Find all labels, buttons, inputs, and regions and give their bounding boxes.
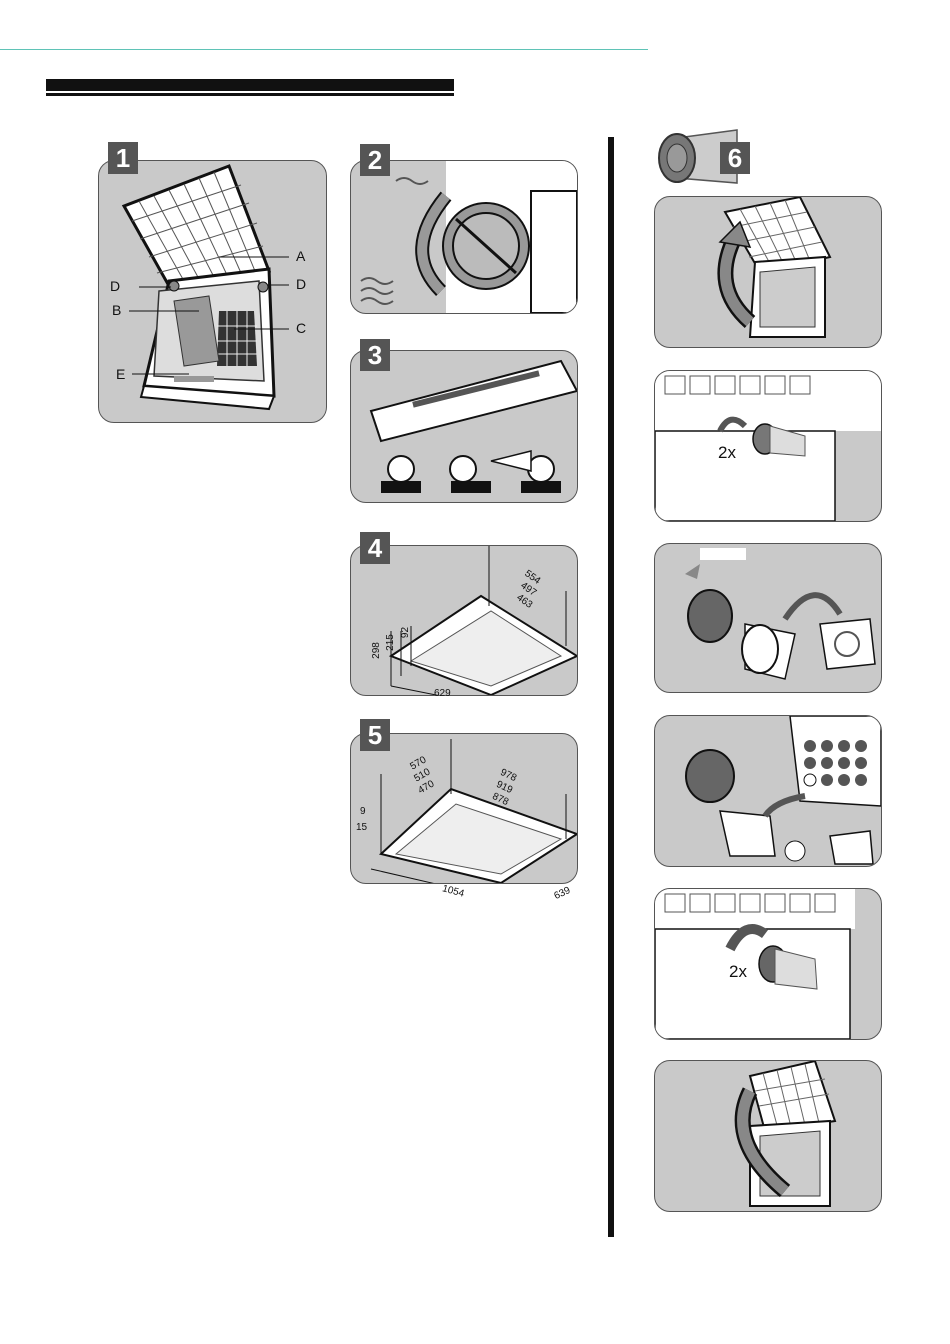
section-title-bar <box>46 79 454 97</box>
step-badge-3: 3 <box>360 339 390 371</box>
dim-215: 215 <box>385 634 396 651</box>
dim-15: 15 <box>356 822 367 833</box>
unscrew-cartridge-illustration <box>655 371 881 521</box>
step-badge-4: 4 <box>360 532 390 564</box>
dim-298: 298 <box>371 642 382 659</box>
repeat-count-2x-b: 2x <box>729 962 747 982</box>
dim-639: 639 <box>552 885 572 902</box>
panel-step-4 <box>350 545 578 696</box>
label-B: B <box>112 302 121 318</box>
panel-step-2 <box>350 160 578 314</box>
filter-unit-illustration <box>99 161 326 422</box>
label-C: C <box>296 320 306 336</box>
panel-6f-close-grille <box>654 1060 882 1212</box>
label-D-left: D <box>110 278 120 294</box>
dim-92: 92 <box>400 627 411 638</box>
open-grille-illustration <box>655 197 881 347</box>
unit-dimensions-small-illustration <box>351 546 577 695</box>
panel-step-3 <box>350 350 578 503</box>
dim-9: 9 <box>360 806 366 817</box>
panel-step-1 <box>98 160 327 423</box>
label-E: E <box>116 366 125 382</box>
label-D-right: D <box>296 276 306 292</box>
step-badge-1: 1 <box>108 142 138 174</box>
blank-label-box <box>700 548 746 560</box>
step-badge-5: 5 <box>360 719 390 751</box>
rotation-control-illustration <box>351 161 577 313</box>
insert-new-cartridge-illustration <box>655 716 881 866</box>
dim-629: 629 <box>434 688 451 699</box>
label-A: A <box>296 248 305 264</box>
panel-6e-screw-in <box>654 888 882 1040</box>
screw-in-cartridge-illustration <box>655 889 881 1039</box>
dim-1054: 1054 <box>441 883 465 899</box>
step-badge-6: 6 <box>720 142 750 174</box>
panel-6d-insert-new <box>654 715 882 867</box>
louver-position-illustration <box>351 351 577 502</box>
panel-step-5 <box>350 733 578 884</box>
header-accent-line <box>0 49 648 50</box>
panel-6c-dispose <box>654 543 882 693</box>
panel-6b-unscrew <box>654 370 882 522</box>
column-separator <box>608 137 614 1237</box>
step-badge-2: 2 <box>360 144 390 176</box>
repeat-count-2x-a: 2x <box>718 443 736 463</box>
panel-6a-open-grille <box>654 196 882 348</box>
dispose-cartridge-illustration <box>655 544 881 692</box>
unit-dimensions-large-illustration <box>351 734 577 883</box>
close-grille-illustration <box>655 1061 881 1211</box>
